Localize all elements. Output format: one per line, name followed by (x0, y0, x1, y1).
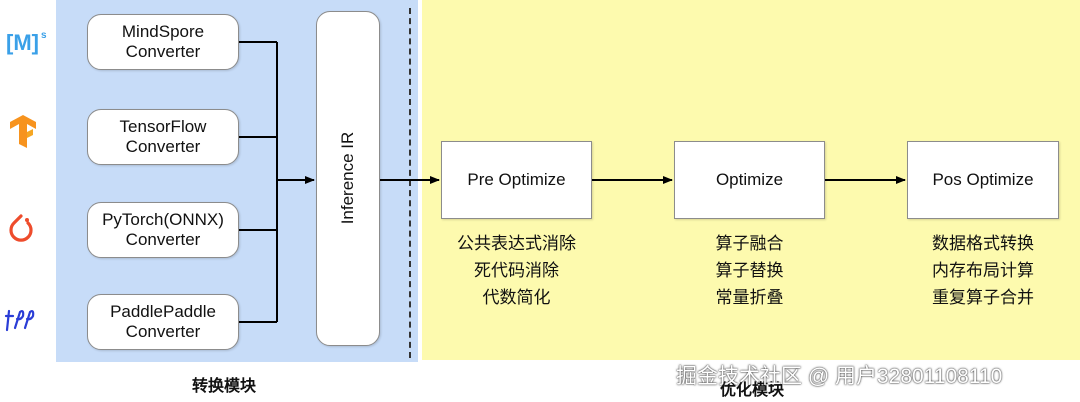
note-item: 常量折叠 (715, 288, 784, 307)
svg-text:s: s (41, 30, 47, 41)
note-item: 算子融合 (715, 234, 784, 253)
pos-optimize-label: Pos Optimize (932, 170, 1034, 189)
converter-label: PaddlePaddle (110, 302, 216, 321)
pytorch-logo-icon (9, 214, 33, 242)
svg-text:[M]: [M] (6, 30, 39, 55)
optimization-module-label: 优化模块 (720, 382, 785, 399)
optimize-notes: 算子融合 算子替换 常量折叠 (674, 230, 825, 311)
pre-optimize-label: Pre Optimize (467, 170, 566, 189)
note-item: 内存布局计算 (932, 261, 1034, 280)
mindspore-logo-icon: [M] s (6, 30, 47, 55)
optimize-box: Optimize (674, 141, 825, 219)
pre-optimize-box: Pre Optimize (441, 141, 592, 219)
tensorflow-logo-icon (10, 115, 36, 148)
pre-optimize-notes: 公共表达式消除 死代码消除 代数简化 (441, 230, 592, 311)
note-item: 代数简化 (482, 288, 551, 307)
module-divider (409, 8, 411, 358)
conversion-module-label: 转换模块 (192, 378, 257, 395)
note-item: 重复算子合并 (932, 288, 1034, 307)
note-item: 算子替换 (715, 261, 784, 280)
pos-optimize-notes: 数据格式转换 内存布局计算 重复算子合并 (907, 230, 1059, 311)
converter-label: Converter (125, 230, 201, 249)
converter-label: MindSpore (121, 22, 205, 41)
watermark-text: 掘金技术社区 @ 用户3280110811​0 (676, 365, 1003, 388)
converter-label: PyTorch(ONNX) (102, 210, 224, 229)
pos-optimize-box: Pos Optimize (907, 141, 1059, 219)
note-item: 死代码消除 (474, 261, 559, 280)
note-item: 数据格式转换 (932, 234, 1034, 253)
converter-label: Converter (125, 322, 201, 341)
pytorch-onnx-converter-box: PyTorch(ONNX)Converter (87, 202, 239, 258)
optimize-label: Optimize (715, 170, 784, 189)
merge-connector (239, 41, 278, 323)
converter-label: Converter (125, 137, 201, 156)
paddlepaddle-logo-icon (4, 309, 35, 332)
converter-label: TensorFlow (119, 117, 207, 136)
inference-ir-box (316, 11, 380, 346)
converter-label: Converter (125, 42, 201, 61)
note-item: 公共表达式消除 (457, 234, 576, 253)
